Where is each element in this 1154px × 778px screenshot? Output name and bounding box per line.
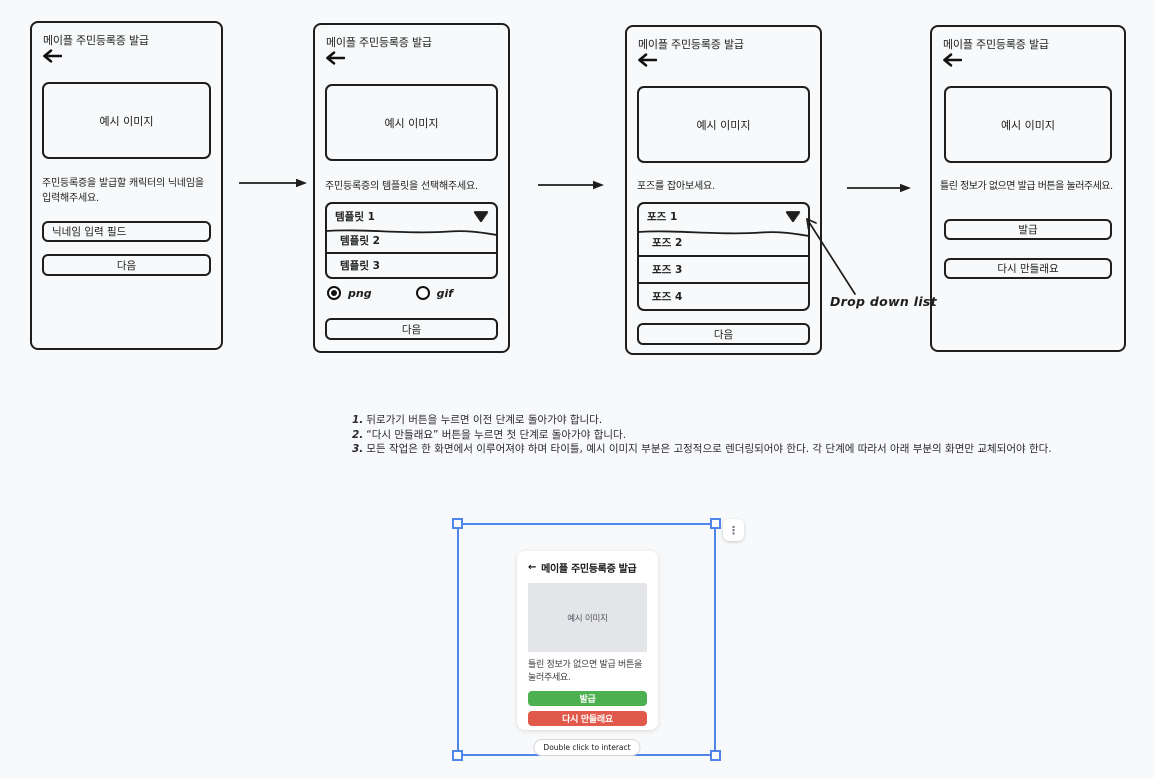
radio-option-gif: gif <box>415 286 453 300</box>
preview-issue-button[interactable]: 발급 <box>528 691 647 707</box>
template-dropdown: 템플릿 1 템플릿 2 템플릿 3 <box>325 202 498 279</box>
resize-handle-bottom-right[interactable] <box>710 750 721 761</box>
annotation-label: Drop down list <box>830 294 937 309</box>
dropdown-triangle-icon <box>785 211 801 223</box>
format-radio-group: png gif <box>327 286 498 300</box>
radio-icon <box>327 286 341 300</box>
note-3: 3.모든 작업은 한 화면에서 이루어져야 하며 타이틀, 예시 이미지 부분은… <box>352 443 1052 456</box>
annotation-arrow <box>806 218 856 295</box>
example-image-placeholder: 예시 이미지 <box>944 86 1112 163</box>
instruction-text: 틀린 정보가 없으면 발급 버튼을 눌러주세요. <box>940 181 1113 192</box>
dropdown-selected: 포즈 1 <box>639 204 808 229</box>
wireframe-screen-2: 메이플 주민등록증 발급 예시 이미지 주민등록증의 템플릿을 선택해주세요. … <box>313 23 510 353</box>
instruction-text: 주민등록증의 템플릿을 선택해주세요. <box>325 181 478 192</box>
next-button: 다음 <box>325 318 498 340</box>
preview-example-image: 예시 이미지 <box>528 583 647 652</box>
wireframe-screen-3: 메이플 주민등록증 발급 예시 이미지 포즈를 잡아보세요. 포즈 1 포즈 2… <box>625 25 822 355</box>
preview-card[interactable]: ← 메이플 주민등록증 발급 예시 이미지 틀린 정보가 없으면 발급 버튼을 … <box>517 551 658 730</box>
next-button: 다음 <box>637 323 810 345</box>
note-2: 2.“다시 만들래요” 버튼을 누르면 첫 단계로 돌아가야 합니다. <box>352 428 627 441</box>
resize-handle-top-right[interactable] <box>710 518 721 529</box>
double-click-hint: Double click to interact <box>533 739 641 756</box>
instruction-text: 포즈를 잡아보세요. <box>637 181 715 192</box>
dropdown-selected: 템플릿 1 <box>327 204 496 228</box>
flow-arrow-3 <box>847 183 911 193</box>
dropdown-option: 포즈 4 <box>639 282 808 309</box>
flow-arrow-1 <box>239 178 307 188</box>
next-button: 다음 <box>42 254 211 276</box>
radio-option-png: png <box>327 286 372 300</box>
flow-arrow-2 <box>538 180 604 190</box>
dropdown-option: 템플릿 2 <box>340 234 380 247</box>
hand-drawn-divider <box>638 230 809 237</box>
back-arrow-icon <box>42 48 63 67</box>
wireframe-title: 메이플 주민등록증 발급 <box>638 38 744 51</box>
example-image-placeholder: 예시 이미지 <box>42 82 211 159</box>
example-image-placeholder: 예시 이미지 <box>637 86 810 163</box>
radio-icon <box>415 286 430 300</box>
dropdown-option: 포즈 3 <box>639 255 808 282</box>
back-arrow-icon[interactable]: ← <box>528 562 537 573</box>
kebab-menu-button[interactable]: ⋮ <box>723 519 744 541</box>
retry-button: 다시 만들래요 <box>944 258 1112 279</box>
preview-title: 메이플 주민등록증 발급 <box>541 564 637 575</box>
back-arrow-icon <box>325 50 346 69</box>
back-arrow-icon <box>942 52 963 71</box>
wireframe-screen-1: 메이플 주민등록증 발급 예시 이미지 주민등록증을 발급할 캐릭터의 닉네임을… <box>30 21 223 350</box>
preview-header: ← 메이플 주민등록증 발급 <box>528 560 647 575</box>
instruction-text: 주민등록증을 발급할 캐릭터의 닉네임을 입력해주세요. <box>42 178 204 204</box>
example-image-placeholder: 예시 이미지 <box>325 84 498 161</box>
back-arrow-icon <box>637 52 658 71</box>
wireframe-screen-4: 메이플 주민등록증 발급 예시 이미지 틀린 정보가 없으면 발급 버튼을 눌러… <box>930 25 1126 352</box>
dropdown-option: 포즈 2 <box>652 236 683 249</box>
requirement-notes: 1.뒤로가기 버튼을 누르면 이전 단계로 돌아가야 합니다. 2.“다시 만들… <box>352 413 1142 457</box>
wireframe-title: 메이플 주민등록증 발급 <box>943 38 1049 51</box>
preview-retry-button[interactable]: 다시 만들래요 <box>528 711 647 727</box>
nickname-input: 닉네임 입력 필드 <box>42 221 211 242</box>
dropdown-option: 템플릿 3 <box>327 252 496 277</box>
pose-dropdown: 포즈 1 포즈 2 포즈 3 포즈 4 <box>637 202 810 311</box>
resize-handle-bottom-left[interactable] <box>452 750 463 761</box>
resize-handle-top-left[interactable] <box>452 518 463 529</box>
wireframe-title: 메이플 주민등록증 발급 <box>326 36 432 49</box>
preview-caption: 틀린 정보가 없으면 발급 버튼을 눌러주세요. <box>528 660 642 684</box>
note-1: 1.뒤로가기 버튼을 누르면 이전 단계로 돌아가야 합니다. <box>352 414 603 426</box>
wireframe-title: 메이플 주민등록증 발급 <box>43 34 149 47</box>
hand-drawn-divider <box>326 229 497 236</box>
dropdown-triangle-icon <box>473 210 489 222</box>
issue-button: 발급 <box>944 219 1112 240</box>
